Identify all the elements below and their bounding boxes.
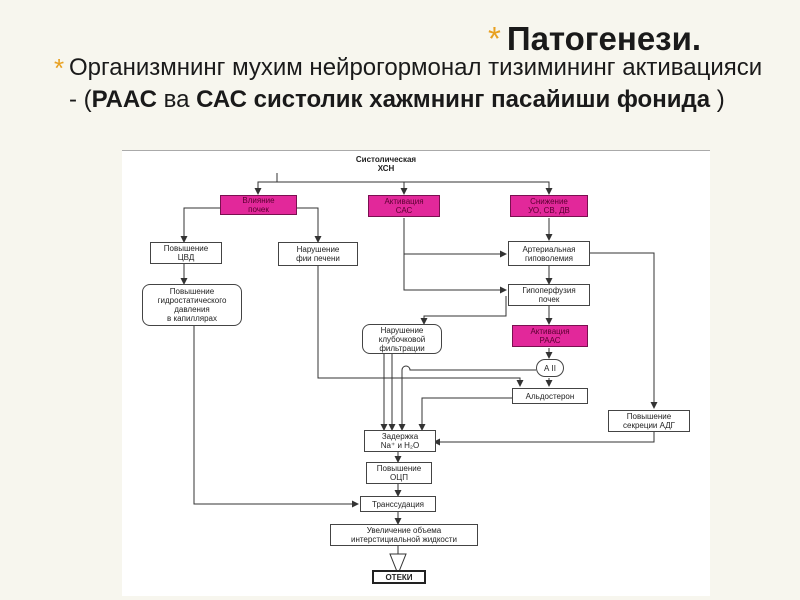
node-ocp-increase: Повышение ОЦП bbox=[366, 462, 432, 484]
node-kidney-hypoperfusion: Гипоперфузия почек bbox=[508, 284, 590, 306]
node-aldosterone: Альдостерон bbox=[512, 388, 588, 404]
pathogenesis-flowchart: Систолическая ХСН Влияние почек Активаци… bbox=[122, 150, 710, 596]
node-arterial-hypovolemia: Артериальная гиповолемия bbox=[508, 241, 590, 266]
bullet-part-2: ва bbox=[156, 86, 197, 113]
node-sodium-water-retention: Задержка Na⁺ и H₂O bbox=[364, 430, 436, 452]
bullet-bold-sas: САС систолик хажмнинг пасайиши фонида bbox=[196, 86, 711, 113]
node-interstitial-fluid: Увеличение объема интерстициальной жидко… bbox=[330, 524, 478, 546]
slide-title-text: Патогенези. bbox=[506, 20, 702, 57]
node-glomerular-filtration: Нарушение клубочковой фильтрации bbox=[362, 324, 442, 354]
bullet-bold-raas: РААС bbox=[91, 86, 157, 113]
node-liver-dysfunction: Нарушение фии печени bbox=[278, 242, 358, 266]
slide-title: *Патогенези. bbox=[488, 20, 701, 58]
node-systolic-hf: Систолическая ХСН bbox=[355, 155, 417, 173]
node-cardiac-output-decrease: Снижение УО, СВ, ДВ bbox=[510, 195, 588, 217]
bullet-text: * Организмнинг мухим нейрогормонал тизим… bbox=[54, 52, 774, 116]
node-kidney-influence: Влияние почек bbox=[220, 195, 297, 215]
star-bullet-icon: * bbox=[54, 53, 65, 83]
node-transudation: Транссудация bbox=[360, 496, 436, 512]
node-angiotensin-2: А II bbox=[536, 359, 564, 377]
hollow-arrow-icon bbox=[389, 546, 407, 576]
node-cvd-increase: Повышение ЦВД bbox=[150, 242, 222, 264]
node-sas-activation: Активация САС bbox=[368, 195, 440, 217]
bullet-part-1: Организмнинг мухим нейрогормонал тизимин… bbox=[69, 54, 763, 113]
node-adh-secretion: Повышение секреции АДГ bbox=[608, 410, 690, 432]
node-hydrostatic-pressure: Повышение гидростатического давления в к… bbox=[142, 284, 242, 326]
bullet-paragraph: Организмнинг мухим нейрогормонал тизимин… bbox=[54, 52, 774, 116]
node-raas-activation: Активация РААС bbox=[512, 325, 588, 347]
bullet-part-3: ) bbox=[710, 86, 725, 113]
node-edema: ОТЕКИ bbox=[372, 570, 426, 584]
star-bullet-icon: * bbox=[488, 20, 501, 57]
flowchart-connectors bbox=[122, 150, 710, 576]
